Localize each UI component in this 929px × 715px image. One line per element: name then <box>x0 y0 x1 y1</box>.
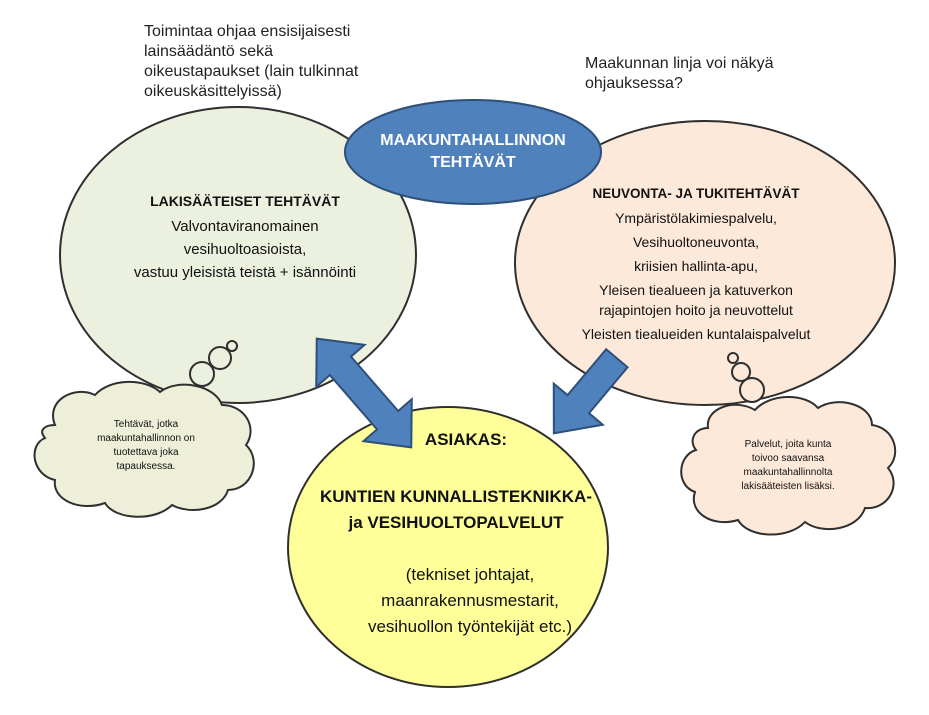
right-cloud-line: lakisääteisten lisäksi. <box>741 481 835 492</box>
right-ellipse <box>514 120 896 406</box>
bottom-ellipse-detail: (tekniset johtajat, maanrakennusmestarit… <box>368 562 572 640</box>
left-ellipse-line: Valvontaviranomainen <box>171 218 319 235</box>
thought-bubble-left-1 <box>208 346 232 370</box>
thought-bubble-left-2 <box>226 340 238 352</box>
right-cloud-text: Palvelut, joita kunta toivoo saavansa ma… <box>741 438 834 494</box>
left-cloud-text: Tehtävät, jotka maakuntahallinnon on tuo… <box>97 418 195 474</box>
right-ellipse-line: Yleisen tiealueen ja katuverkon <box>599 282 793 298</box>
right-ellipse-line: Vesihuoltoneuvonta, <box>632 234 760 250</box>
top-note-right: Maakunnan linja voi näkyä ohjauksessa? <box>585 54 774 94</box>
top-note-left: Toimintaa ohjaa ensisijaisesti lainsäädä… <box>144 22 358 102</box>
bottom-ellipse-title: ASIAKAS: <box>424 430 508 449</box>
top-note-right-line: ohjauksessa? <box>585 75 683 92</box>
top-note-right-line: Maakunnan linja voi näkyä <box>585 55 774 72</box>
bottom-ellipse-subtitle-line: KUNTIEN KUNNALLISTEKNIKKA- <box>320 487 592 506</box>
left-ellipse-line: vesihuoltoasioista, <box>183 241 307 258</box>
left-cloud-line: maakuntahallinnon on <box>97 433 195 444</box>
thought-bubble-right-1 <box>731 362 751 382</box>
top-note-left-line: oikeustapaukset (lain tulkinnat <box>144 63 359 80</box>
right-ellipse-line: rajapintojen hoito ja neuvottelut <box>599 302 793 318</box>
left-cloud <box>33 380 255 518</box>
right-ellipse-text: NEUVONTA- JA TUKITEHTÄVÄT Ympäristölakim… <box>582 182 811 346</box>
top-note-left-line: Toimintaa ohjaa ensisijaisesti <box>144 23 351 40</box>
left-ellipse <box>59 106 417 404</box>
left-cloud-line: Tehtävät, jotka <box>113 419 179 430</box>
arrow-right <box>552 347 629 435</box>
top-note-left-line: oikeuskäsittelyissä) <box>144 83 282 100</box>
left-ellipse-title: LAKISÄÄTEISET TEHTÄVÄT <box>150 193 340 209</box>
right-ellipse-line: Ympäristölakimiespalvelu, <box>615 210 777 226</box>
bottom-ellipse-detail-line: maanrakennusmestarit, <box>381 591 559 610</box>
right-cloud-line: maakuntahallinnolta <box>743 467 833 478</box>
left-ellipse-line: vastuu yleisistä teistä + isännöinti <box>133 264 357 281</box>
center-title-line: TEHTÄVÄT <box>430 154 516 171</box>
thought-bubble-right-3 <box>739 377 765 403</box>
left-cloud-line: tuotettava joka <box>113 447 179 458</box>
right-ellipse-title: NEUVONTA- JA TUKITEHTÄVÄT <box>592 186 800 201</box>
bottom-ellipse <box>287 406 609 688</box>
double-arrow-left <box>315 337 413 449</box>
center-title: MAAKUNTAHALLINNON TEHTÄVÄT <box>380 130 565 174</box>
thought-bubble-left-3 <box>189 361 215 387</box>
center-title-ellipse <box>344 99 602 205</box>
right-cloud-line: toivoo saavansa <box>751 453 825 464</box>
left-cloud-line: tapauksessa. <box>116 461 176 472</box>
top-note-left-line: lainsäädäntö sekä <box>144 43 273 60</box>
bottom-ellipse-detail-line: (tekniset johtajat, <box>405 565 535 584</box>
right-ellipse-line: kriisien hallinta-apu, <box>634 258 758 274</box>
bottom-ellipse-detail-line: vesihuollon työntekijät etc.) <box>367 617 573 636</box>
bottom-ellipse-subtitle-line: ja VESIHUOLTOPALVELUT <box>348 513 564 532</box>
left-ellipse-text: LAKISÄÄTEISET TEHTÄVÄT Valvontaviranomai… <box>134 190 356 284</box>
bottom-ellipse-subtitle: KUNTIEN KUNNALLISTEKNIKKA- ja VESIHUOLTO… <box>320 484 592 536</box>
center-title-line: MAAKUNTAHALLINNON <box>380 132 566 149</box>
right-cloud <box>680 396 897 536</box>
right-cloud-line: Palvelut, joita kunta <box>744 439 832 450</box>
right-ellipse-line: Yleisten tiealueiden kuntalaispalvelut <box>581 326 811 342</box>
thought-bubble-right-2 <box>727 352 739 364</box>
